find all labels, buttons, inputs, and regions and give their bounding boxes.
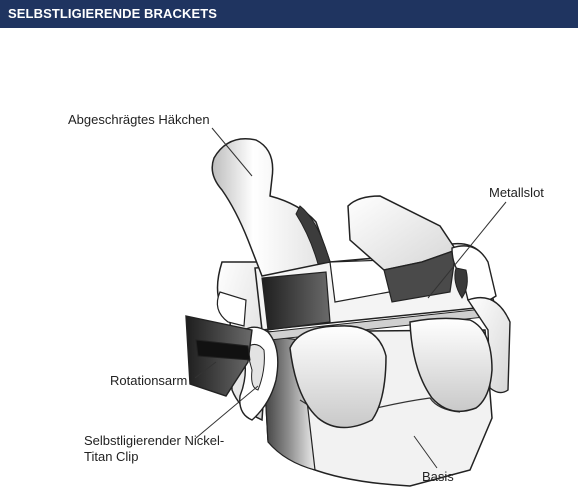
label-rotation-arm: Rotationsarm: [110, 373, 188, 388]
label-beveled-hook: Abgeschrägtes Häkchen: [68, 112, 210, 127]
label-nickel-titanium-clip: Selbstligierender Nickel- Titan Clip: [84, 433, 224, 465]
rotation-arm: [185, 315, 253, 397]
right-block: [347, 195, 458, 303]
label-metal-slot: Metallslot: [489, 185, 544, 200]
label-clip-line-2: Titan Clip: [84, 449, 139, 464]
label-base: Basis: [422, 469, 454, 484]
label-clip-line-1: Selbstligierender Nickel-: [84, 433, 225, 448]
front-pads: [289, 317, 493, 429]
leader-line-clip: [195, 385, 259, 439]
page-title: SELBSTLIGIERENDE BRACKETS: [8, 6, 218, 21]
beveled-hook: [211, 138, 331, 277]
header-bar: SELBSTLIGIERENDE BRACKETS: [0, 0, 578, 28]
leader-line-hook: [211, 127, 253, 177]
leader-line-base: [413, 435, 438, 469]
leader-line-slot: [427, 201, 507, 299]
leader-line-rotation-arm: [194, 361, 217, 379]
